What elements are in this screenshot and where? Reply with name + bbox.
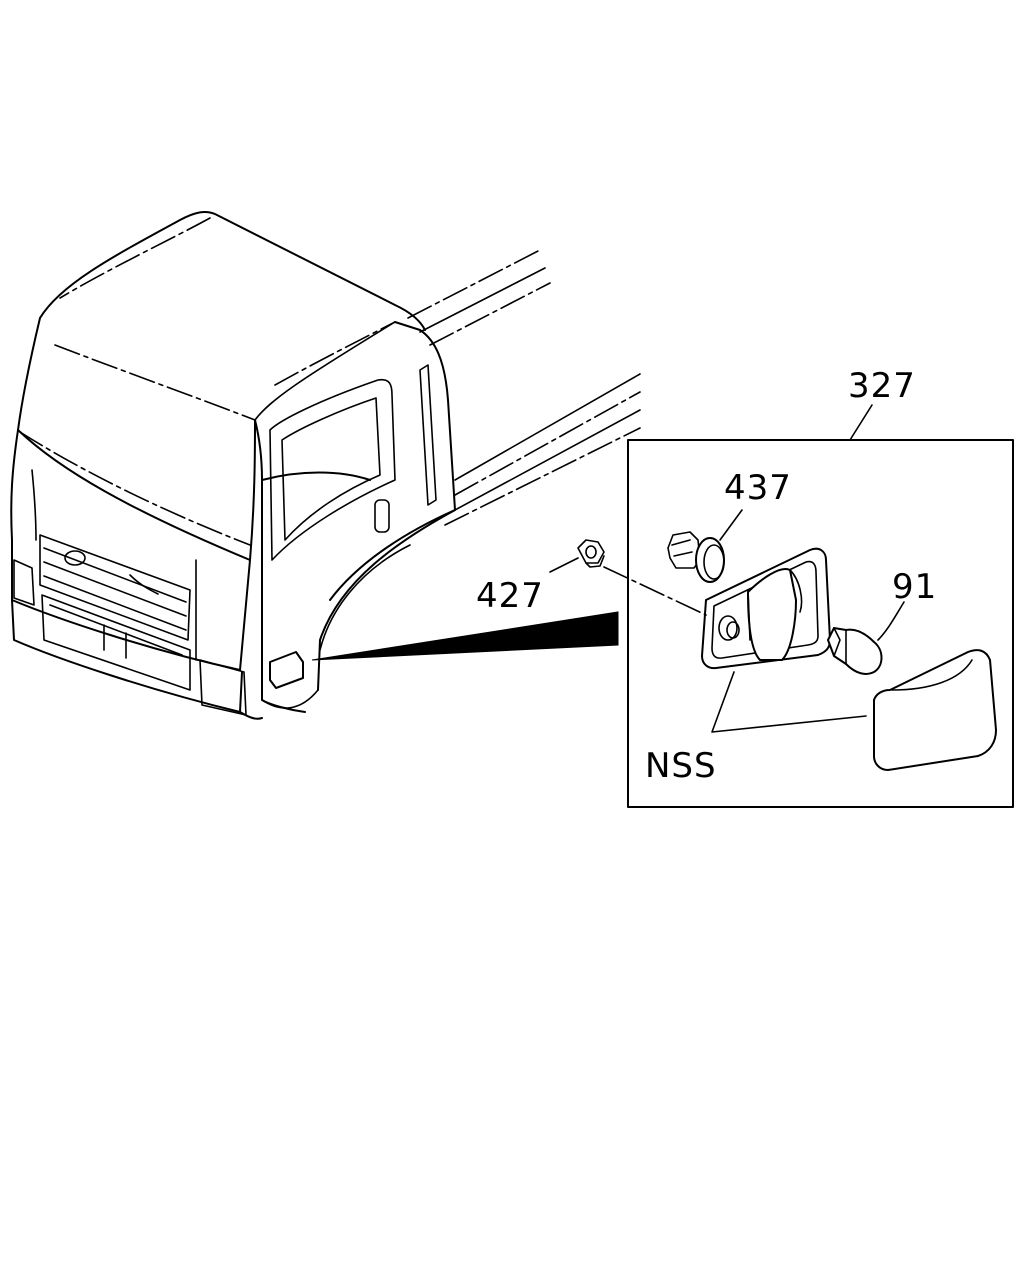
bulb-91 xyxy=(827,627,883,675)
cab-side-lamp xyxy=(269,651,304,689)
cab-roof xyxy=(39,211,426,331)
detail-box xyxy=(627,439,1014,808)
nss-leader xyxy=(711,671,867,733)
callout-leader-91 xyxy=(877,601,905,641)
grille xyxy=(39,534,191,641)
callout-327: 327 xyxy=(848,366,916,406)
windshield xyxy=(17,317,256,561)
cab-front xyxy=(10,429,251,671)
callout-leader-427 xyxy=(549,557,579,573)
lamp-housing xyxy=(701,547,831,670)
callout-91: 91 xyxy=(892,567,937,607)
lamp-lens xyxy=(873,649,997,771)
detail-pointer xyxy=(311,611,619,661)
headlight-left xyxy=(13,559,35,606)
roof-crease xyxy=(54,344,256,421)
callout-nss: NSS xyxy=(645,746,717,786)
callout-leader-437 xyxy=(719,509,743,541)
truck-cab xyxy=(10,211,641,720)
callout-437: 437 xyxy=(724,468,792,508)
bulb-socket-437 xyxy=(667,531,725,583)
chassis-rails xyxy=(407,249,641,526)
nut-427 xyxy=(577,539,605,568)
callout-427: 427 xyxy=(476,576,544,616)
bumper xyxy=(11,594,263,720)
assembly-centerline xyxy=(603,566,707,616)
wheel-arch xyxy=(317,509,456,691)
callout-leader-327 xyxy=(849,404,873,441)
